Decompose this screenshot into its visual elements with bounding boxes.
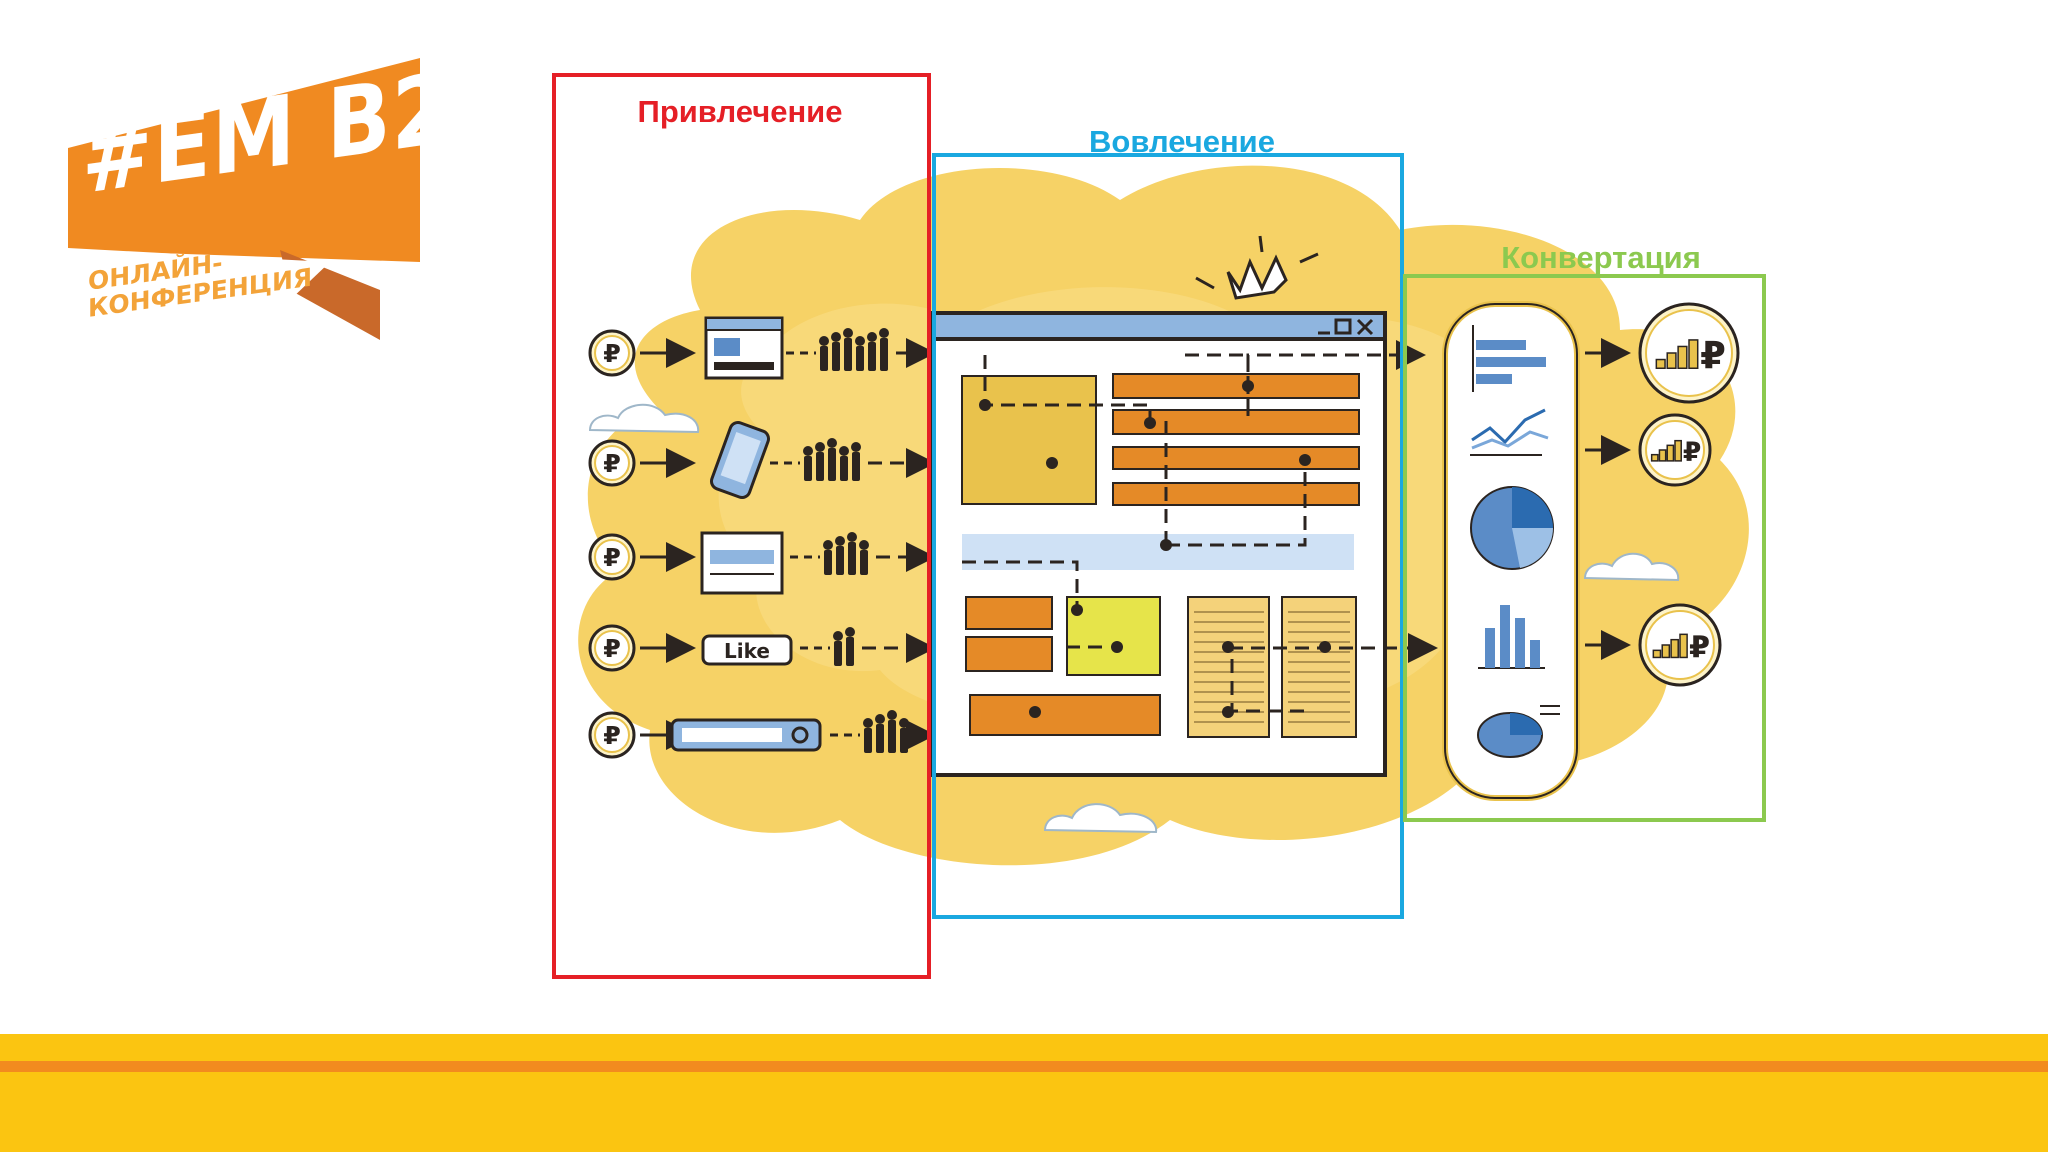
mobile-phone-icon xyxy=(709,421,771,499)
ruble-coin-icon: ₽ xyxy=(588,533,636,581)
people-group-icon xyxy=(803,438,861,481)
cloud-bottom xyxy=(1043,803,1158,834)
ruble-coin-icon: ₽ xyxy=(588,711,636,759)
ruble-coin-icon: ₽ xyxy=(588,439,636,487)
traffic-channels: ₽ ₽ ₽ ₽ Like ₽ xyxy=(588,316,936,759)
stage-label-conversion: Конвертация xyxy=(1501,240,1701,275)
analytics-panel xyxy=(1442,301,1580,801)
svg-text:Like: Like xyxy=(724,639,770,663)
conversion-frame xyxy=(1403,274,1766,822)
attraction-frame xyxy=(552,73,931,979)
people-group-icon xyxy=(833,627,855,666)
window-controls-icon xyxy=(1318,318,1374,336)
ruble-coin-icon: ₽ xyxy=(588,624,636,672)
svg-text:₽: ₽ xyxy=(603,543,621,572)
website-window xyxy=(931,311,1438,777)
search-bar-icon xyxy=(670,718,822,752)
stage-label-engagement: Вовлечение xyxy=(1089,124,1275,159)
svg-text:₽: ₽ xyxy=(603,339,621,368)
svg-text:₽: ₽ xyxy=(603,449,621,478)
stage-label-attraction: Привлечение xyxy=(637,94,843,129)
bar-chart-horizontal-icon xyxy=(1472,325,1546,392)
line-chart-icon xyxy=(1470,408,1549,456)
bar-chart-vertical-icon xyxy=(1478,605,1545,669)
svg-text:₽: ₽ xyxy=(1700,334,1726,377)
svg-text:₽: ₽ xyxy=(1689,630,1710,665)
svg-text:₽: ₽ xyxy=(603,721,621,750)
footer-stripe xyxy=(0,1034,2048,1152)
conference-logo xyxy=(68,58,420,340)
people-group-icon xyxy=(823,532,869,575)
pie-chart-icon xyxy=(1470,486,1554,570)
like-button-icon: Like xyxy=(701,634,793,666)
ruble-coin-icon: ₽ xyxy=(588,329,636,377)
revenue-coin-icon: ₽ xyxy=(1638,302,1740,404)
browser-window-icon xyxy=(704,316,784,380)
pie-3d-chart-icon xyxy=(1477,705,1560,758)
landing-page-icon xyxy=(700,531,784,595)
cloud-right xyxy=(1583,552,1680,582)
people-group-icon xyxy=(819,328,889,371)
svg-text:₽: ₽ xyxy=(1683,437,1701,468)
crown-icon xyxy=(1195,235,1319,300)
revenue-coin-icon: ₽ xyxy=(1638,603,1722,687)
cloud-left xyxy=(588,403,700,434)
engagement-frame xyxy=(932,153,1404,919)
svg-text:₽: ₽ xyxy=(603,634,621,663)
people-group-icon xyxy=(863,710,909,753)
revenue-coin-icon: ₽ xyxy=(1638,413,1712,487)
revenue-outputs: ₽ ₽ ₽ xyxy=(1585,302,1740,687)
